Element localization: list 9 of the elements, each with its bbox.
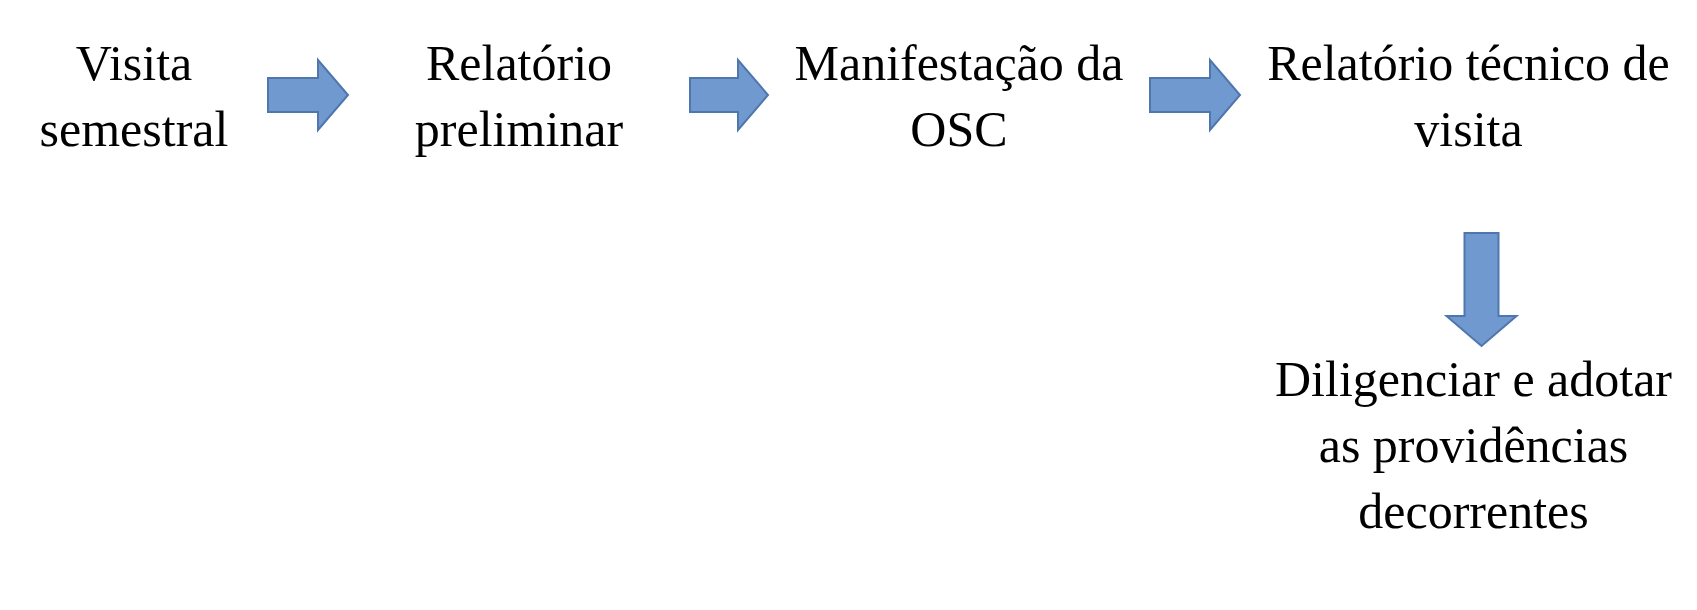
step-label: Manifestação da OSC bbox=[793, 34, 1125, 159]
step-label: Relatório preliminar bbox=[413, 34, 625, 159]
block-arrow bbox=[1149, 57, 1242, 133]
step-label: Relatório técnico de visita bbox=[1266, 34, 1671, 159]
step-label: Visita semestral bbox=[38, 34, 230, 159]
step-label: Diligenciar e adotar as providências decorrentes bbox=[1274, 350, 1673, 541]
block-arrow bbox=[1443, 232, 1520, 348]
block-arrow bbox=[689, 57, 770, 133]
block-arrow bbox=[267, 57, 350, 133]
